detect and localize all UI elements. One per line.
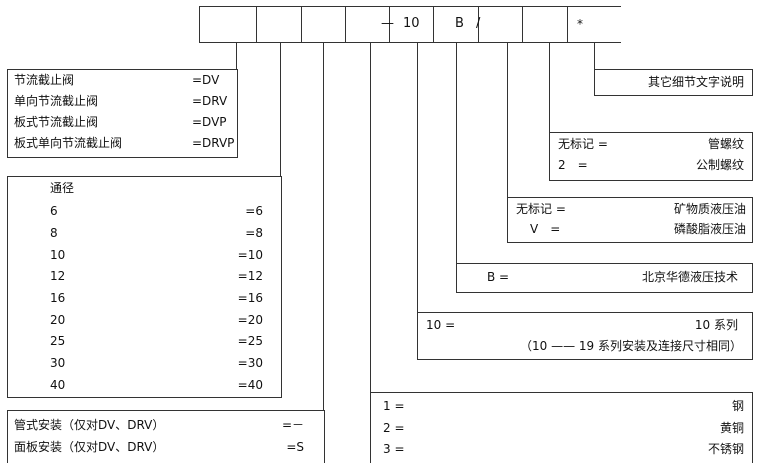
- connector-line: [456, 43, 457, 264]
- connector-line: [236, 43, 237, 70]
- size-label: 12: [50, 269, 66, 283]
- connector-line: [594, 43, 595, 70]
- material-box: 1 = 钢 2 = 黄铜 3 = 不锈钢: [370, 392, 753, 463]
- mount-code: =－: [281, 418, 304, 432]
- code-cell-size: [255, 6, 302, 43]
- thread-box: 无标记 = 管螺纹 2 = 公制螺纹: [549, 132, 753, 181]
- size-code: =8: [245, 226, 263, 240]
- series-box: 10 = 10 系列 （10 —— 19 系列安装及连接尺寸相同）: [417, 312, 753, 360]
- material-code: 1 =: [383, 399, 405, 413]
- code-slash: /: [476, 16, 481, 31]
- material-label: 黄铜: [719, 421, 744, 435]
- size-label: 8: [50, 226, 58, 240]
- material-code: 2 =: [383, 421, 405, 435]
- code-cell-company: [432, 6, 479, 43]
- code-series: 10: [403, 16, 420, 31]
- type-code: =DV: [192, 73, 220, 87]
- size-code: =12: [237, 269, 263, 283]
- size-code: =25: [237, 334, 263, 348]
- code-cell-oil: [477, 6, 523, 43]
- material-code: 3 =: [383, 442, 405, 456]
- size-label: 16: [50, 291, 66, 305]
- size-code: =20: [237, 313, 263, 327]
- size-code: =6: [245, 204, 263, 218]
- connector-line: [507, 43, 508, 198]
- type-code: =DRV: [192, 94, 228, 108]
- other-details-label: 其它细节文字说明: [647, 75, 744, 89]
- code-cell-other: [566, 6, 621, 43]
- code-cell-material: [344, 6, 390, 43]
- oil-box: 无标记 = 矿物质液压油 V = 磷酸脂液压油: [507, 197, 753, 243]
- mount-label: 管式安装（仅对DV、DRV）: [14, 418, 165, 432]
- type-code: =DVP: [192, 115, 227, 129]
- type-label: 节流截止阀: [14, 73, 75, 87]
- code-dash: —: [381, 16, 394, 31]
- code-company: B: [455, 16, 464, 31]
- size-label: 10: [50, 248, 66, 262]
- thread-code: 无标记 =: [558, 137, 608, 151]
- oil-code: 无标记 =: [516, 202, 566, 216]
- size-code: =40: [237, 378, 263, 392]
- size-code: =16: [237, 291, 263, 305]
- material-label: 钢: [731, 399, 744, 413]
- size-label: 30: [50, 356, 66, 370]
- mount-box: 管式安装（仅对DV、DRV） =－ 面板安装（仅对DV、DRV） =S: [7, 410, 325, 463]
- oil-label: 矿物质液压油: [673, 202, 746, 216]
- type-label: 板式单向节流截止阀: [14, 136, 123, 150]
- size-label: 20: [50, 313, 66, 327]
- type-label: 板式节流截止阀: [14, 115, 99, 129]
- type-code: =DRVP: [192, 136, 235, 150]
- company-box: B = 北京华德液压技术: [456, 263, 753, 293]
- thread-label: 公制螺纹: [695, 158, 744, 172]
- connector-line: [280, 43, 281, 177]
- connector-line: [417, 43, 418, 313]
- thread-code: 2 =: [558, 158, 588, 172]
- code-cell-series: [388, 6, 434, 43]
- mount-code: =S: [286, 440, 304, 454]
- size-label: 40: [50, 378, 66, 392]
- code-cell-type: [198, 6, 257, 43]
- size-label: 6: [50, 204, 58, 218]
- size-label: 25: [50, 334, 66, 348]
- size-box: 通径 6 =6 8 =8 10 =10 12 =12 16 =16 20 =20…: [7, 176, 282, 398]
- connector-line: [370, 43, 371, 393]
- connector-line: [549, 43, 550, 133]
- type-box: 节流截止阀 =DV 单向节流截止阀 =DRV 板式节流截止阀 =DVP 板式单向…: [7, 69, 238, 158]
- oil-code: V =: [530, 222, 561, 236]
- size-code: =10: [237, 248, 263, 262]
- code-cell-thread: [521, 6, 568, 43]
- other-details-box: 其它细节文字说明: [594, 69, 753, 96]
- mount-label: 面板安装（仅对DV、DRV）: [14, 440, 165, 454]
- material-label: 不锈钢: [707, 442, 744, 456]
- size-code: =30: [237, 356, 263, 370]
- company-label: 北京华德液压技术: [641, 270, 738, 284]
- oil-label: 磷酸脂液压油: [673, 222, 746, 236]
- series-code: 10 =: [426, 318, 456, 332]
- series-note: （10 —— 19 系列安装及连接尺寸相同）: [520, 339, 742, 353]
- code-star: *: [577, 17, 583, 31]
- connector-line: [323, 43, 324, 411]
- company-code: B =: [487, 270, 510, 284]
- thread-label: 管螺纹: [707, 137, 744, 151]
- series-label: 10 系列: [694, 318, 738, 332]
- size-title: 通径: [50, 181, 75, 195]
- type-label: 单向节流截止阀: [14, 94, 99, 108]
- code-cell-mount: [300, 6, 346, 43]
